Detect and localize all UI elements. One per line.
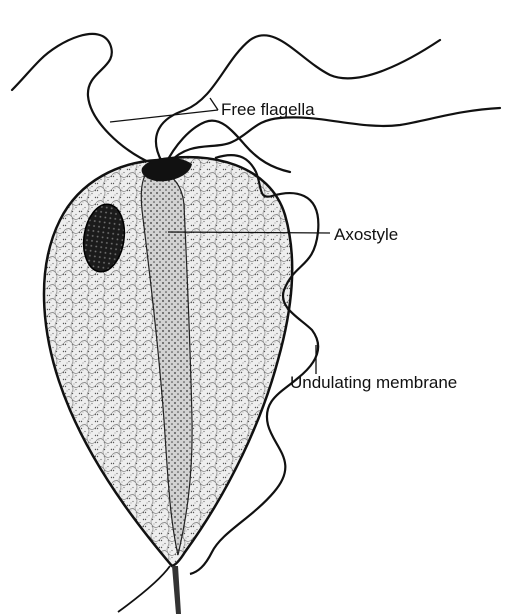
label-axostyle: Axostyle [334, 226, 398, 243]
label-undulating-membrane: Undulating membrane [290, 374, 457, 391]
leader-free-flagella [110, 110, 218, 122]
posterior-filament-left [118, 566, 170, 612]
posterior-axostyle-tip [172, 566, 181, 614]
flagellum-1 [12, 34, 155, 165]
flagellum-3 [170, 108, 500, 162]
leader-free-flagella-tick [210, 98, 218, 110]
flagellum-2 [156, 35, 440, 162]
label-free-flagella: Free flagella [221, 101, 315, 118]
